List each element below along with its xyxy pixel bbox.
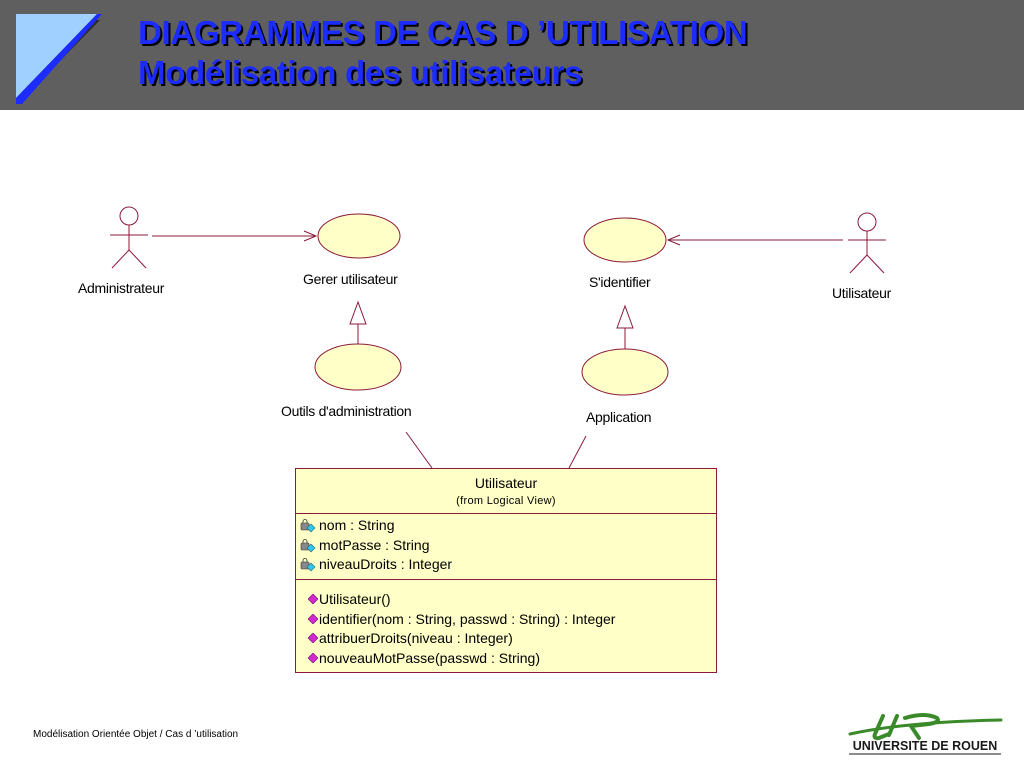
public-operation-icon: [308, 594, 318, 604]
slide-title: DIAGRAMMES DE CAS D ’UTILISATION: [138, 14, 748, 51]
operation-text: Utilisateur(): [319, 591, 391, 607]
class-operation[interactable]: nouveauMotPasse(passwd : String): [296, 649, 716, 669]
usecase-outils-administration[interactable]: [314, 343, 402, 391]
public-operation-icon: [308, 652, 318, 663]
class-attribute[interactable]: motPasse : String: [296, 536, 716, 556]
attribute-text: motPasse : String: [319, 536, 430, 553]
class-header: Utilisateur (from Logical View): [296, 469, 716, 514]
usecase-gerer-utilisateur[interactable]: [317, 213, 401, 259]
link-application-utilisateur-class: [568, 435, 587, 469]
private-attribute-icon: [300, 558, 316, 572]
class-operation[interactable]: Utilisateur(): [296, 590, 716, 610]
slide-subtitle: Modélisation des utilisateurs: [138, 54, 583, 91]
usecase-outils-administration-label: Outils d'administration: [281, 403, 411, 419]
class-attributes: nom : String motPasse : String niveauDro…: [296, 514, 716, 580]
link-outils-utilisateur-class: [405, 431, 433, 469]
attribute-text: niveauDroits : Integer: [319, 556, 453, 572]
slide-header: DIAGRAMMES DE CAS D ’UTILISATION Modélis…: [0, 0, 1024, 110]
attribute-text: nom : String: [319, 517, 395, 533]
private-attribute-icon: [300, 519, 316, 533]
actor-utilisateur-label: Utilisateur: [832, 285, 892, 301]
operation-text: attribuerDroits(niveau : Integer): [319, 630, 513, 646]
usecase-s-identifier[interactable]: [583, 217, 667, 263]
usecase-application-label: Application: [586, 409, 651, 425]
operation-text: nouveauMotPasse(passwd : String): [319, 649, 540, 666]
usecase-application[interactable]: [581, 348, 669, 396]
actor-administrateur[interactable]: [110, 206, 148, 269]
use-case-diagram: Administrateur Utilisateur Gerer utilisa…: [78, 206, 892, 469]
actor-utilisateur[interactable]: [848, 212, 886, 274]
actor-administrateur-label: Administrateur: [78, 280, 165, 296]
public-operation-icon: [308, 633, 318, 643]
generalization-application-identifier: [616, 304, 634, 349]
class-attribute[interactable]: niveauDroits : Integer: [296, 555, 716, 575]
class-from-package: (from Logical View): [456, 495, 556, 507]
private-attribute-icon: [300, 538, 316, 552]
generalization-outils-gerer: [349, 300, 367, 344]
corner-triangle-decoration: [16, 14, 104, 104]
footer-text: Modélisation Orientée Objet / Cas d ’uti…: [33, 729, 239, 740]
class-operation[interactable]: attribuerDroits(niveau : Integer): [296, 629, 716, 649]
class-name: Utilisateur: [474, 475, 538, 491]
class-utilisateur[interactable]: Utilisateur (from Logical View) nom : St…: [295, 468, 717, 673]
public-operation-icon: [308, 613, 318, 624]
association-admin-gerer: [152, 230, 318, 242]
class-attribute[interactable]: nom : String: [296, 516, 716, 536]
usecase-s-identifier-label: S'identifier: [589, 274, 651, 290]
operation-text: identifier(nom : String, passwd : String…: [319, 610, 616, 627]
class-operation[interactable]: identifier(nom : String, passwd : String…: [296, 610, 716, 630]
association-utilisateur-identifier: [666, 234, 843, 246]
logo-text: UNIVERSITE DE ROUEN: [853, 739, 997, 753]
class-operations: Utilisateur() identifier(nom : String, p…: [296, 580, 716, 668]
usecase-gerer-utilisateur-label: Gerer utilisateur: [303, 271, 398, 287]
universite-de-rouen-logo: UNIVERSITE DE ROUEN: [848, 713, 1003, 755]
